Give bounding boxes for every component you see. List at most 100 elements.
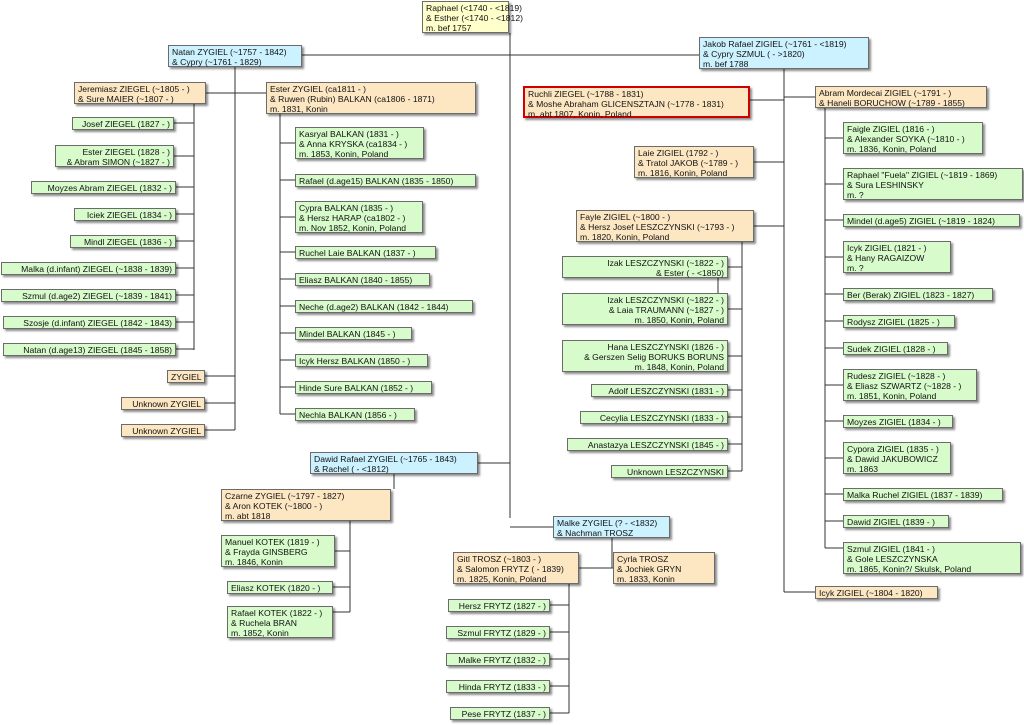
person-box-zygiel: ZYGIEL [167, 370, 205, 383]
person-line: Natan (d.age13) ZIEGEL (1845 - 1858) [23, 345, 172, 355]
person-line: Hersz FRYTZ (1827 - ) [458, 601, 546, 611]
person-box-unk-lesz: Unknown LESZCZYNSKI [611, 465, 728, 478]
person-box-rudesz: Rudesz ZIGIEL (~1828 - )& Eliasz SZWARTZ… [843, 369, 977, 401]
person-line: m. 1853, Konin, Poland [299, 149, 389, 159]
person-line: m. 1836, Konin, Poland [847, 144, 937, 154]
person-line: m. 1820, Konin, Poland [580, 232, 670, 242]
person-line: Unknown LESZCZYNSKI [627, 467, 724, 477]
person-line: Icyk Hersz BALKAN (1850 - ) [299, 356, 411, 366]
person-box-mindl: Mindl ZIEGEL (1836 - ) [70, 235, 176, 248]
person-box-pese-f: Pese FRYTZ (1837 - ) [450, 707, 550, 720]
person-box-kasryal: Kasryal BALKAN (1831 - )& Anna KRYSKA (c… [295, 127, 424, 159]
person-line: & Laia TRAUMANN (~1827 - ) [608, 305, 724, 315]
person-box-iciek: Iciek ZIEGEL (1834 - ) [74, 208, 176, 221]
person-line: Icyk ZIGIEL (1821 - ) [847, 243, 927, 253]
person-box-dawid-z: Dawid ZIGIEL (1839 - ) [843, 515, 949, 528]
person-box-eliasz-b: Eliasz BALKAN (1840 - 1855) [295, 273, 430, 286]
person-line: Cyrla TROSZ [617, 554, 669, 564]
person-box-unk2: Unknown ZYGIEL [121, 424, 205, 437]
person-line: Czarne ZYGIEL (~1797 - 1827) [225, 491, 345, 501]
person-line: Ber (Berak) ZIGIEL (1823 - 1827) [847, 290, 975, 300]
person-line: Malke ZYGIEL (? - <1832) [557, 518, 658, 528]
person-box-natan: Natan ZYGIEL (~1757 - 1842)& Cypry (~176… [168, 45, 302, 67]
person-box-ester-z: Ester ZYGIEL (ca1811 - )& Ruwen (Rubin) … [266, 82, 476, 114]
person-line: & Salomon FRYTZ ( - 1839) [457, 564, 564, 574]
person-box-nechla: Nechla BALKAN (1856 - ) [295, 408, 415, 421]
person-line: m. 1833, Konin [617, 574, 675, 584]
person-line: Eliasz KOTEK (1820 - ) [231, 583, 321, 593]
person-box-cypra: Cypra BALKAN (1835 - )& Hersz HARAP (ca1… [295, 201, 423, 233]
person-box-hersz-f: Hersz FRYTZ (1827 - ) [448, 599, 550, 612]
person-line: & Haneli BORUCHOW (~1789 - 1855) [819, 98, 965, 108]
person-line: & Ester ( - <1850) [655, 268, 724, 278]
person-line: & Dawid JAKUBOWICZ [847, 454, 938, 464]
person-box-izak2: Izak LESZCZYNSKI (~1822 - )& Laia TRAUMA… [562, 293, 728, 325]
person-line: m. bef 1788 [703, 59, 749, 69]
person-line: Nechla BALKAN (1856 - ) [299, 410, 397, 420]
person-line: Hinda FRYTZ (1833 - ) [458, 682, 546, 692]
person-line: & Esther (<1740 - <1812) [426, 13, 523, 23]
person-line: Malke FRYTZ (1832 - ) [458, 655, 546, 665]
person-line: m. 1816, Konin, Poland [638, 168, 728, 178]
person-box-szmul-f: Szmul FRYTZ (1829 - ) [446, 626, 550, 639]
person-line: Jakob Rafael ZIGIEL (~1761 - <1819) [703, 39, 847, 49]
person-box-natan13: Natan (d.age13) ZIEGEL (1845 - 1858) [3, 343, 176, 356]
person-box-cypora: Cypora ZIGIEL (1835 - )& Dawid JAKUBOWIC… [843, 442, 951, 474]
person-box-mindel-age5: Mindel (d.age5) ZIGIEL (~1819 - 1824) [843, 214, 1020, 227]
person-line: Pese FRYTZ (1837 - ) [461, 709, 546, 719]
person-line: Rodysz ZIGIEL (1825 - ) [847, 317, 940, 327]
person-line: Hinde Sure BALKAN (1852 - ) [299, 383, 414, 393]
person-line: Cypora ZIGIEL (1835 - ) [847, 444, 939, 454]
person-box-laie: Laie ZIGIEL (1792 - )& Tratol JAKOB (~17… [634, 146, 754, 178]
person-line: Josef ZIEGEL (1827 - ) [81, 119, 170, 129]
person-box-raphael: Raphael (<1740 - <1819)& Esther (<1740 -… [422, 1, 523, 33]
person-line: m. 1851, Konin, Poland [847, 391, 937, 401]
person-line: Szmul (d.age2) ZIEGEL (~1839 - 1841) [22, 291, 172, 301]
person-line: Szmul FRYTZ (1829 - ) [457, 628, 546, 638]
person-box-faigle: Faigle ZIGIEL (1816 - )& Alexander SOYKA… [843, 122, 983, 154]
person-box-moyzes-z: Moyzes ZIGIEL (1834 - ) [843, 415, 953, 428]
person-box-malka-ruchel: Malka Ruchel ZIGIEL (1837 - 1839) [843, 488, 1003, 501]
person-line: Izak LESZCZYNSKI (~1822 - ) [607, 258, 724, 268]
person-box-unk1: Unknown ZYGIEL [121, 397, 205, 410]
person-line: Ruchli ZIEGEL (~1788 - 1831) [528, 89, 644, 99]
person-line: m. 1825, Konin, Poland [457, 574, 547, 584]
person-box-hana: Hana LESZCZYNSKI (1826 - )& Gerszen Seli… [562, 340, 728, 372]
person-line: & Anna KRYSKA (ca1834 - ) [299, 139, 408, 149]
person-line: & Frayda GINSBERG [225, 547, 308, 557]
person-box-jeremiasz: Jeremiasz ZIEGEL (~1805 - )& Sure MAIER … [74, 82, 206, 104]
person-line: Laie ZIGIEL (1792 - ) [638, 148, 719, 158]
person-box-josef: Josef ZIEGEL (1827 - ) [72, 117, 174, 130]
person-line: Raphael "Fuela" ZIGIEL (~1819 - 1869) [847, 170, 998, 180]
person-line: & Gole LESZCZYNSKA [847, 554, 938, 564]
person-line: Fayle ZIGIEL (~1800 - ) [580, 212, 671, 222]
person-line: & Hany RAGAIZOW [847, 253, 925, 263]
person-line: m. abt 1807, Konin, Poland [528, 109, 632, 119]
person-line: Rudesz ZIGIEL (~1828 - ) [847, 371, 946, 381]
person-line: Neche (d.age2) BALKAN (1842 - 1844) [299, 302, 449, 312]
person-line: & Rachel ( - <1812) [314, 464, 389, 474]
person-line: Icyk ZIGIEL (~1804 - 1820) [819, 588, 923, 598]
person-line: Izak LESZCZYNSKI (~1822 - ) [607, 295, 724, 305]
person-box-fayle: Fayle ZIGIEL (~1800 - )& Hersz Josef LES… [576, 210, 754, 242]
person-line: Jeremiasz ZIEGEL (~1805 - ) [78, 84, 190, 94]
person-line: & Sure MAIER (~1807 - ) [78, 94, 174, 104]
person-line: & Cypry SZMUL ( - >1820) [703, 49, 805, 59]
person-box-dawid-rafael: Dawid Rafael ZYGIEL (~1765 - 1843)& Rach… [310, 452, 478, 474]
person-box-rafael15: Rafael (d.age15) BALKAN (1835 - 1850) [295, 174, 476, 187]
person-line: & Tratol JAKOB (~1789 - ) [638, 158, 739, 168]
person-line: m. ? [847, 263, 864, 273]
person-box-hinde-sure: Hinde Sure BALKAN (1852 - ) [295, 381, 432, 394]
person-box-anastazya: Anastazya LESZCZYNSKI (1845 - ) [567, 438, 728, 451]
person-box-abram: Abram Mordecai ZIGIEL (~1791 - )& Haneli… [815, 86, 987, 108]
person-line: Dawid Rafael ZYGIEL (~1765 - 1843) [314, 454, 457, 464]
person-box-ber: Ber (Berak) ZIGIEL (1823 - 1827) [843, 288, 993, 301]
person-box-malke-f: Malke FRYTZ (1832 - ) [446, 653, 550, 666]
person-box-rodysz: Rodysz ZIGIEL (1825 - ) [843, 315, 955, 328]
person-line: Manuel KOTEK (1819 - ) [225, 537, 320, 547]
person-line: Abram Mordecai ZIGIEL (~1791 - ) [819, 88, 952, 98]
person-line: & Ruwen (Rubin) BALKAN (ca1806 - 1871) [270, 94, 435, 104]
